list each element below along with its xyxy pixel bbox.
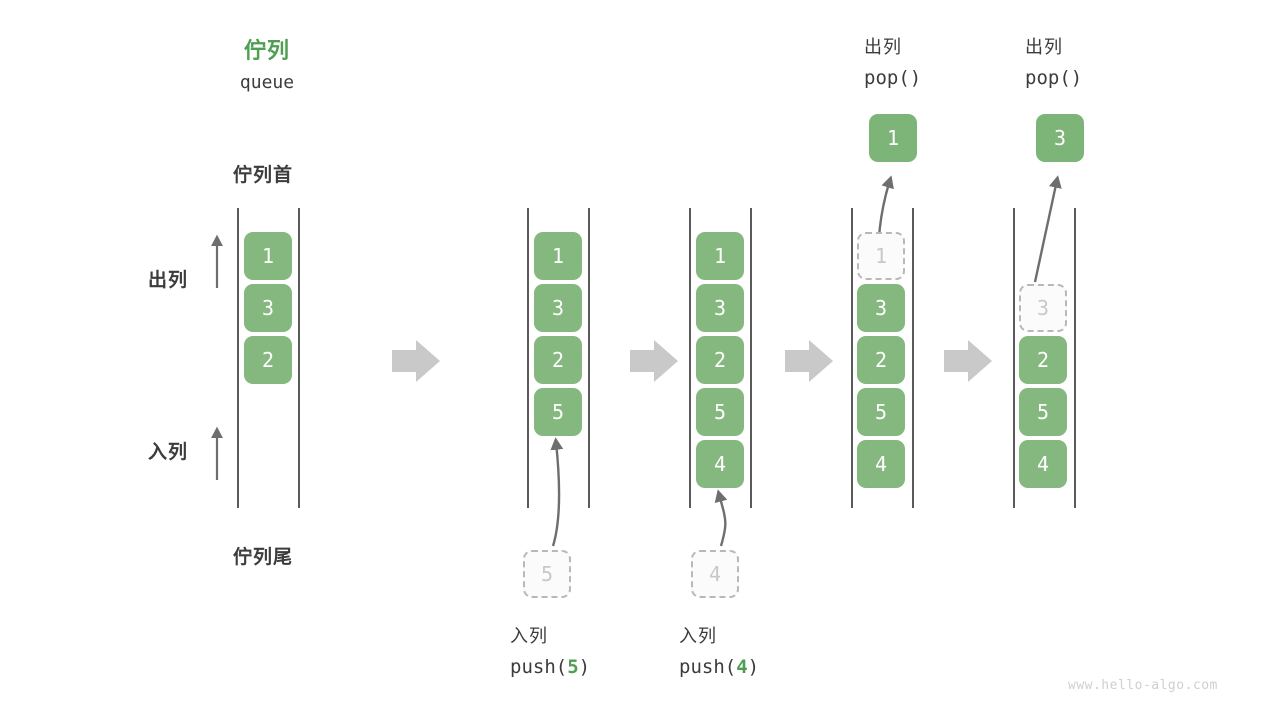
push-4-code-prefix: push(: [679, 656, 737, 678]
step-arrow-icon: [944, 340, 992, 382]
push-4-caption-cn: 入列: [679, 626, 717, 647]
push-5-code-suffix: ): [578, 656, 591, 678]
queue-cell: 1: [696, 232, 744, 280]
page-title-code: queue: [239, 72, 295, 93]
queue-cell: 2: [244, 336, 292, 384]
pop-3-arrow: [1033, 175, 1062, 283]
queue-cell: 3: [534, 284, 582, 332]
queue-rail-right: [750, 208, 752, 508]
step-arrow-icon: [785, 340, 833, 382]
watermark: www.hello-algo.com: [1068, 678, 1218, 693]
push-5-caption-cn: 入列: [510, 626, 548, 647]
queue-cell: 4: [857, 440, 905, 488]
queue-rail-right: [298, 208, 300, 508]
queue-cell: 4: [1019, 440, 1067, 488]
queue-cell: 5: [696, 388, 744, 436]
queue-rail-left: [527, 208, 529, 508]
queue-cell: 5: [534, 388, 582, 436]
pop-3-header-cn: 出列: [1025, 37, 1063, 58]
enqueue-side-label: 入列: [148, 441, 189, 463]
queue-cell: 3: [696, 284, 744, 332]
pop-1-header-code: pop(): [864, 67, 922, 89]
queue-rail-left: [237, 208, 239, 508]
push-4-arrow: [714, 489, 728, 547]
queue-tail-label: 佇列尾: [233, 546, 294, 568]
queue-cell: 1: [534, 232, 582, 280]
queue-rail-left: [851, 208, 853, 508]
queue-cell: 1: [244, 232, 292, 280]
queue-cell: 2: [857, 336, 905, 384]
queue-rail-right: [588, 208, 590, 508]
queue-rail-left: [689, 208, 691, 508]
popped-cell: 3: [1036, 114, 1084, 162]
push-4-code-suffix: ): [747, 656, 760, 678]
pop-1-header-cn: 出列: [864, 37, 902, 58]
incoming-ghost-cell: 5: [523, 550, 571, 598]
queue-cell: 4: [696, 440, 744, 488]
incoming-ghost-cell: 4: [691, 550, 739, 598]
push-5-arrow: [550, 437, 564, 547]
push-4-code-arg: 4: [736, 656, 748, 678]
queue-rail-right: [912, 208, 914, 508]
push-5-caption-code: push(5): [510, 656, 590, 678]
queue-cell-ghost: 1: [857, 232, 905, 280]
popped-cell: 1: [869, 114, 917, 162]
queue-cell: 2: [696, 336, 744, 384]
queue-head-label: 佇列首: [233, 164, 294, 186]
pop-3-header-code: pop(): [1025, 67, 1083, 89]
step-arrow-icon: [392, 340, 440, 382]
queue-cell: 2: [1019, 336, 1067, 384]
dequeue-side-label: 出列: [148, 269, 189, 291]
queue-cell: 5: [1019, 388, 1067, 436]
queue-cell: 5: [857, 388, 905, 436]
queue-rail-left: [1013, 208, 1015, 508]
push-5-code-prefix: push(: [510, 656, 568, 678]
queue-cell-ghost: 3: [1019, 284, 1067, 332]
queue-cell: 3: [244, 284, 292, 332]
push-5-code-arg: 5: [567, 656, 579, 678]
page-title: 佇列: [243, 39, 290, 64]
queue-rail-right: [1074, 208, 1076, 508]
push-4-caption-code: push(4): [679, 656, 759, 678]
queue-cell: 3: [857, 284, 905, 332]
queue-cell: 2: [534, 336, 582, 384]
step-arrow-icon: [630, 340, 678, 382]
